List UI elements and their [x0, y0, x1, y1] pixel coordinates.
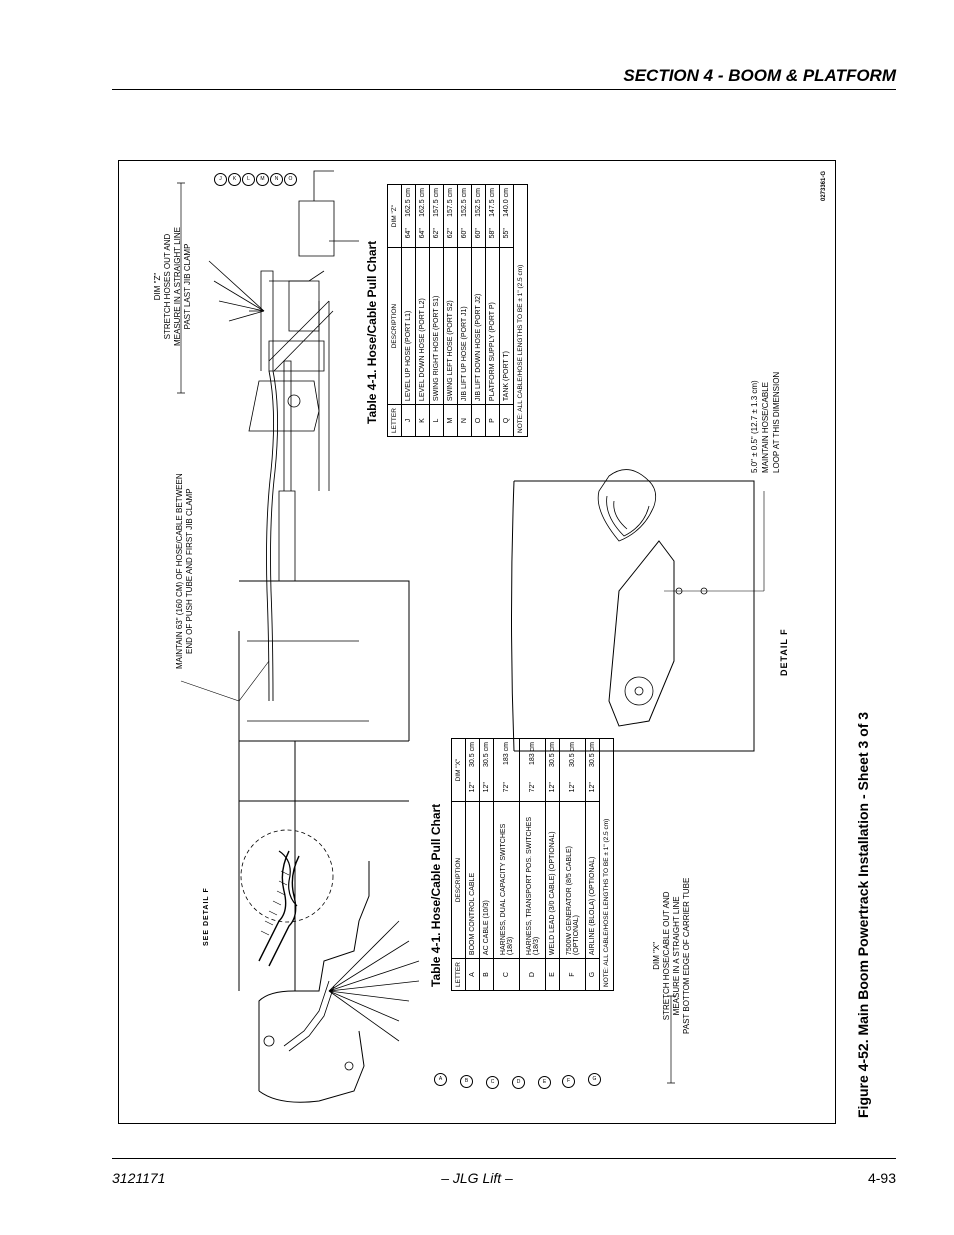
- loop-line-2: MAINTAIN HOSE/CABLE: [761, 382, 770, 473]
- dim-z-note: DIM "Z" STRETCH HOSES OUT AND MEASURE IN…: [153, 227, 193, 346]
- loop-dimension-note: 5.0" ± 0.5" (12.7 ± 1.3 cm) MAINTAIN HOS…: [749, 372, 782, 473]
- bubble-d: D: [512, 1076, 525, 1089]
- table-z-header-description: DESCRIPTION: [387, 247, 402, 405]
- footer-rule: [112, 1158, 896, 1159]
- loop-line-1: 5.0" ± 0.5" (12.7 ± 1.3 cm): [750, 380, 759, 473]
- page-number: 4-93: [867, 1170, 896, 1186]
- bubble-n: N: [270, 173, 283, 186]
- bubble-o: O: [284, 173, 297, 186]
- drawing-id: 0273361-G: [821, 170, 827, 201]
- table-z-header-dim: DIM "Z": [387, 184, 402, 248]
- bubble-l: L: [242, 173, 255, 186]
- maintain-line-2: END OF PUSH TUBE AND FIRST JIB CLAMP: [185, 488, 194, 654]
- figure-frame: 0273361-G J K L M N O A B C D E F G DIM …: [118, 160, 836, 1124]
- boom-drawing: [177, 170, 765, 1103]
- dim-z-line-4: PAST LAST JIB CLAMP: [183, 243, 192, 330]
- bubble-j: J: [214, 173, 227, 186]
- table-x-note: NOTE: ALL CABLE/HOSE LENGTHS TO BE ± 1" …: [599, 738, 614, 991]
- table-z-title: Table 4-1. Hose/Cable Pull Chart: [365, 240, 379, 424]
- maintain-line-1: MAINTAIN 63" (160 CM) OF HOSE/CABLE BETW…: [175, 473, 184, 669]
- dim-z-line-3: MEASURE IN A STRAIGHT LINE: [173, 227, 182, 346]
- footer-brand: – JLG Lift –: [441, 1170, 513, 1186]
- bubble-k: K: [228, 173, 241, 186]
- table-x-header-dim: DIM "X": [451, 738, 466, 802]
- dim-x-line-3: MEASURE IN A STRAIGHT LINE: [672, 896, 681, 1016]
- bubble-c: C: [486, 1076, 499, 1089]
- maintain-hose-note: MAINTAIN 63" (160 CM) OF HOSE/CABLE BETW…: [175, 473, 195, 669]
- table-x-header-description: DESCRIPTION: [451, 801, 466, 959]
- detail-f-label: DETAIL F: [779, 628, 789, 676]
- dim-x-line-2: STRETCH HOSE/CABLE OUT AND: [662, 891, 671, 1021]
- dim-z-line-2: STRETCH HOSES OUT AND: [163, 233, 172, 340]
- doc-number: 3121171: [112, 1170, 166, 1186]
- bubble-e: E: [538, 1076, 551, 1089]
- figure-caption: Figure 4-52. Main Boom Powertrack Instal…: [855, 711, 871, 1118]
- table-x-header-letter: LETTER: [451, 958, 466, 991]
- bubble-a: A: [434, 1073, 447, 1086]
- bubble-m: M: [256, 173, 269, 186]
- dim-z-line-1: DIM "Z": [153, 272, 162, 301]
- dim-x-line-1: DIM "X": [652, 941, 661, 970]
- bubble-g: G: [588, 1073, 601, 1086]
- bubble-b: B: [460, 1075, 473, 1088]
- header-rule: [112, 89, 896, 90]
- section-title: SECTION 4 - BOOM & PLATFORM: [623, 66, 896, 85]
- dim-x-line-4: PAST BOTTOM EDGE OF CARRIER TUBE: [682, 877, 691, 1034]
- table-x-title: Table 4-1. Hose/Cable Pull Chart: [429, 803, 443, 987]
- bubble-f: F: [562, 1075, 575, 1088]
- dim-x-note: DIM "X" STRETCH HOSE/CABLE OUT AND MEASU…: [652, 878, 692, 1034]
- see-detail-label: SEE DETAIL F: [203, 887, 210, 946]
- table-z-header-letter: LETTER: [387, 404, 402, 437]
- table-z-note: NOTE: ALL CABLE/HOSE LENGTHS TO BE ± 1" …: [513, 184, 528, 437]
- loop-line-3: LOOP AT THIS DIMENSION: [772, 371, 781, 473]
